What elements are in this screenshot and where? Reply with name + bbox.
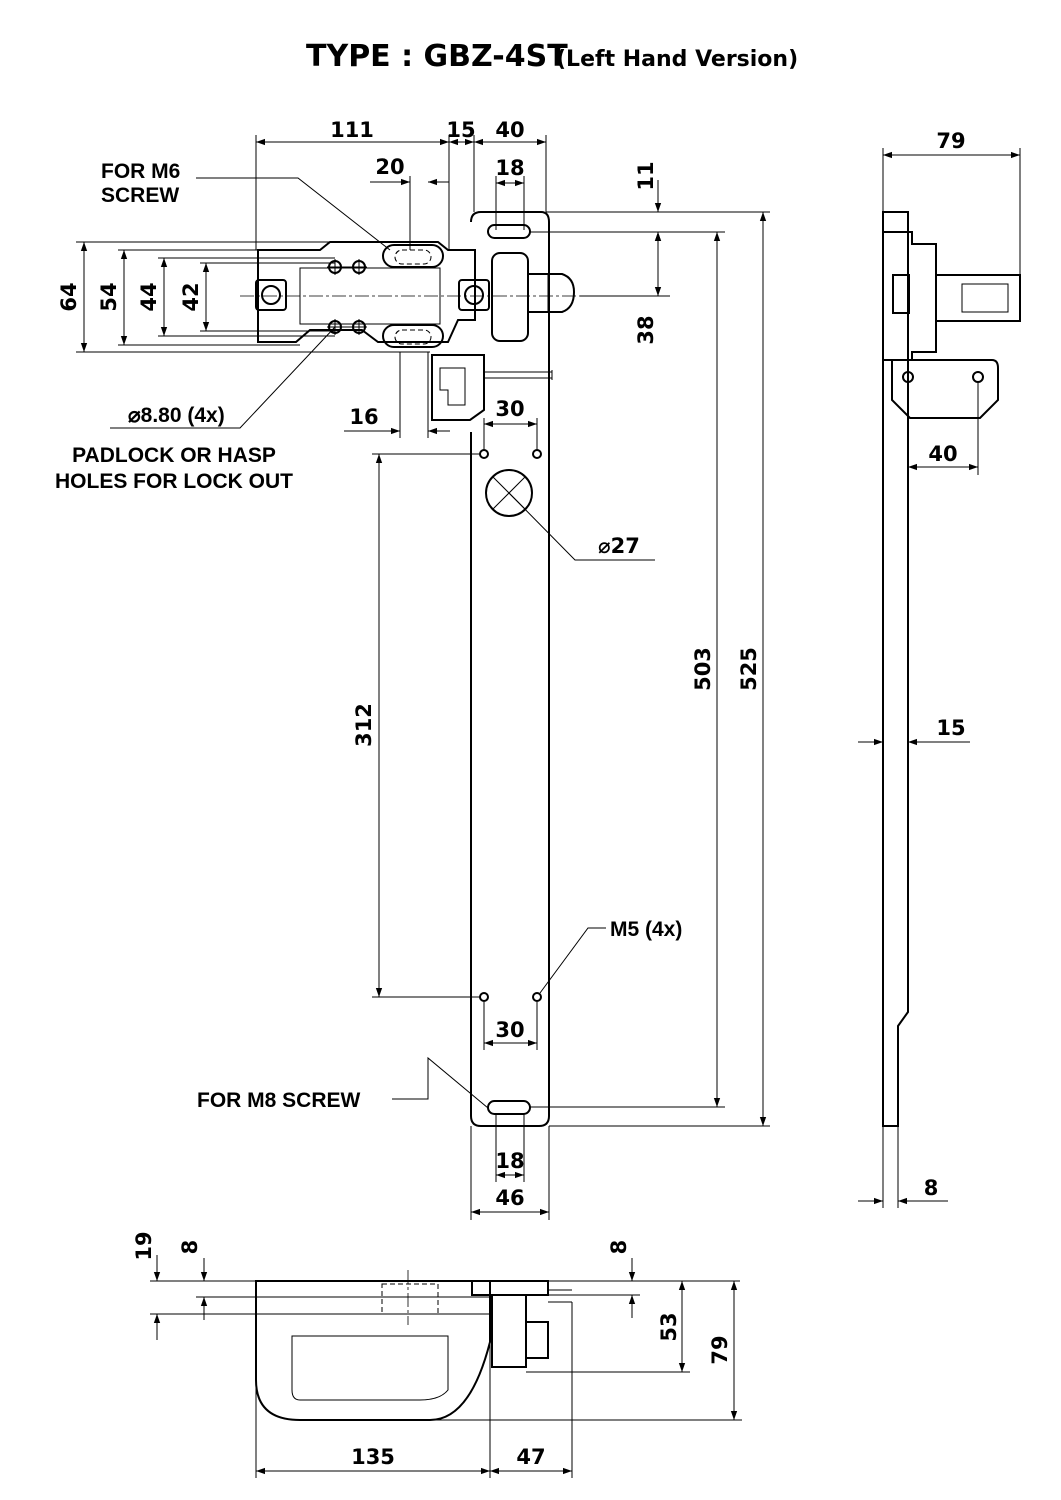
m6-slot-bottom — [382, 324, 444, 348]
dim-46: 46 — [495, 1186, 524, 1210]
dim-44: 44 — [137, 282, 161, 311]
dim-bottom-47: 47 — [516, 1445, 545, 1469]
side-dimensions: 79 40 15 8 — [858, 129, 1021, 1208]
dim-18-bottom: 18 — [495, 1149, 524, 1173]
bottom-dimensions: 19 8 8 53 79 135 47 — [132, 1231, 742, 1478]
dim-11: 11 — [634, 161, 658, 190]
actuator-bolt — [527, 273, 576, 313]
dim-side-79: 79 — [936, 129, 965, 153]
dim-bottom-135: 135 — [351, 1445, 395, 1469]
dim-30-top: 30 — [495, 397, 524, 421]
note-m5: M5 (4x) — [610, 918, 682, 941]
bottom-hidden-slot — [381, 1283, 439, 1315]
interlock-latch — [431, 354, 485, 421]
bottom-handle-outline — [255, 1280, 491, 1421]
dim-16: 16 — [349, 405, 378, 429]
dim-side-40: 40 — [928, 442, 957, 466]
dim-30-bottom: 30 — [495, 1018, 524, 1042]
m5-holes — [479, 449, 542, 1002]
side-plate — [882, 211, 909, 1127]
note-m6-line1: FOR M6 — [101, 160, 180, 183]
dim-64: 64 — [57, 282, 81, 311]
bottom-view: 19 8 8 53 79 135 47 — [132, 1231, 742, 1478]
side-view: 79 40 15 8 — [858, 129, 1021, 1208]
title-sub: (Left Hand Version) — [556, 47, 798, 72]
front-dimensions: 111 15 40 20 18 11 38 — [57, 118, 770, 1220]
dia27-hole — [485, 469, 533, 517]
diameter-symbol: ⌀ — [598, 534, 611, 558]
dim-side-15: 15 — [936, 716, 965, 740]
dim-312: 312 — [352, 703, 376, 747]
side-actuator — [935, 274, 1021, 322]
dim-38: 38 — [634, 315, 658, 344]
actuator-block — [491, 252, 529, 342]
note-padlock-line2: HOLES FOR LOCK OUT — [55, 470, 293, 493]
padlock-holes — [327, 259, 367, 335]
dim-bottom-53: 53 — [657, 1312, 681, 1341]
dim-bottom-19: 19 — [132, 1231, 156, 1260]
dim-bottom-79: 79 — [708, 1335, 732, 1364]
dim-holes-8-80: ⌀8.80 (4x) — [128, 404, 225, 427]
bottom-plate-edge — [471, 1280, 549, 1296]
bottom-actuator — [491, 1294, 527, 1368]
dim-525: 525 — [737, 647, 761, 691]
m6-slot-top — [382, 244, 444, 268]
diameter-symbol: ⌀ — [128, 404, 141, 427]
side-bracket — [891, 359, 999, 419]
drawing-title: TYPE : GBZ-4ST (Left Hand Version) — [306, 39, 798, 74]
dim-111: 111 — [330, 118, 374, 142]
side-latch — [892, 274, 910, 314]
note-padlock-line1: PADLOCK OR HASP — [72, 444, 276, 467]
dim-bottom-8-left: 8 — [178, 1240, 202, 1255]
dim-42: 42 — [179, 282, 203, 311]
note-m8: FOR M8 SCREW — [197, 1089, 361, 1112]
front-notes: FOR M6 SCREW ⌀8.80 (4x) PADLOCK OR HASP … — [55, 160, 682, 1112]
dim-bottom-8-right: 8 — [607, 1240, 631, 1255]
dim-40: 40 — [495, 118, 524, 142]
dim-15: 15 — [446, 118, 475, 142]
dim-dia27: ⌀27 — [598, 534, 640, 558]
dim-503: 503 — [691, 647, 715, 691]
bottom-mount-slot — [487, 1100, 531, 1115]
front-view: 111 15 40 20 18 11 38 — [55, 118, 770, 1220]
title-main: TYPE : GBZ-4ST — [306, 39, 568, 74]
note-m6-line2: SCREW — [101, 184, 179, 207]
mounting-plate — [470, 211, 550, 1127]
dim-20: 20 — [375, 155, 404, 179]
left-hex-screw-head — [255, 279, 287, 311]
dim-18-top: 18 — [495, 156, 524, 180]
right-hex-screw-head — [458, 279, 490, 311]
dim-side-8: 8 — [924, 1176, 939, 1200]
dim-54: 54 — [97, 282, 121, 311]
